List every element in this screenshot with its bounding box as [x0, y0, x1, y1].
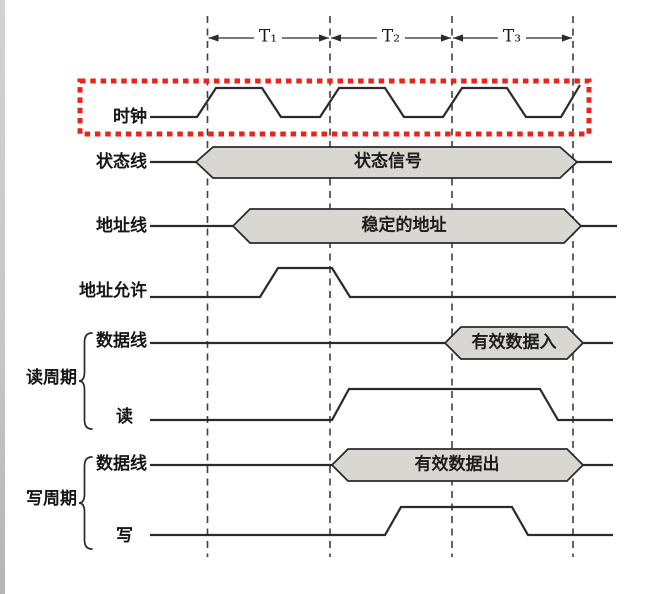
- time-label-t1: T₁: [253, 27, 283, 47]
- read-data-line-label: 数据线: [96, 331, 147, 351]
- status-signal-bus-label: 状态信号: [354, 151, 422, 172]
- write-wave: [150, 505, 613, 537]
- write-cycle-brace: [78, 456, 93, 550]
- time-label-t3: T₃: [497, 27, 527, 47]
- address-enable-wave: [150, 266, 616, 299]
- valid-data-in-bus-label: 有效数据入: [471, 332, 557, 353]
- time-arrowhead-left-1: [208, 34, 219, 42]
- read-label: 读: [116, 407, 133, 427]
- read-cycle-brace: [78, 332, 93, 430]
- write-label: 写: [116, 526, 133, 546]
- valid-data-out-bus-label: 有效数据出: [414, 454, 500, 475]
- time-label-t2: T₂: [376, 27, 406, 47]
- time-arrowhead-right-2: [441, 34, 451, 42]
- address-line-label: 地址线: [96, 216, 147, 236]
- write-cycle-group-label: 写周期: [26, 489, 77, 509]
- time-arrowhead-left-2: [331, 34, 341, 42]
- write-data-line-label: 数据线: [96, 454, 147, 474]
- read-cycle-group-label: 读周期: [26, 368, 77, 388]
- time-arrowhead-right-3: [562, 34, 572, 42]
- clock-wave: [150, 84, 581, 119]
- time-arrowhead-left-3: [453, 34, 463, 42]
- time-arrowhead-right-1: [319, 34, 329, 42]
- scan-edge-artifact: [0, 0, 5, 594]
- clock-label: 时钟: [113, 107, 147, 127]
- address-enable-label: 地址允许: [79, 281, 147, 301]
- status-line-label: 状态线: [96, 152, 147, 172]
- highlight-box: [77, 78, 592, 137]
- stable-address-bus-label: 稳定的地址: [361, 215, 447, 236]
- read-wave: [150, 387, 613, 422]
